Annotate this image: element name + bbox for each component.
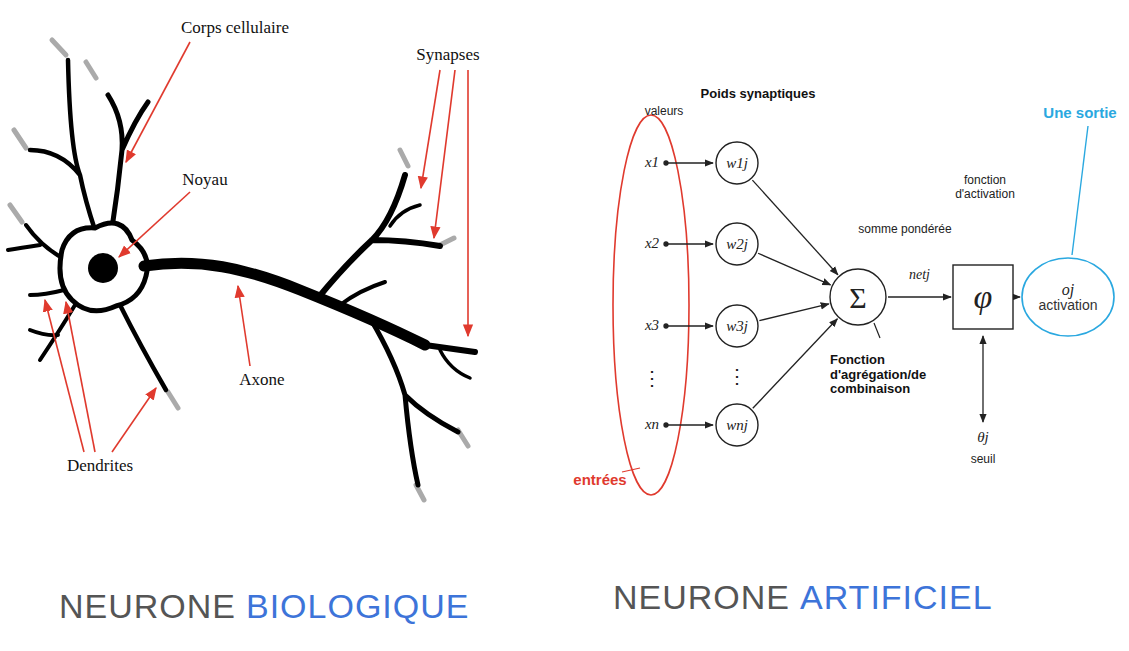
weight-circle: wnj	[715, 403, 759, 447]
title-word: NEURONE	[59, 587, 236, 626]
dendrites-drawing	[8, 60, 166, 390]
stub	[10, 205, 22, 222]
input-value: x1	[645, 154, 659, 171]
threshold-arrow	[982, 336, 983, 422]
input-arrow	[666, 424, 713, 425]
part-name: fonction d'activation	[944, 174, 1026, 202]
axon-branch	[440, 350, 470, 378]
part-name: Corps cellulaire	[181, 18, 289, 38]
input-value: xn	[645, 416, 659, 433]
callout-arrows	[45, 42, 468, 452]
connector	[752, 180, 837, 275]
node-text: Σ	[849, 281, 866, 314]
stub	[52, 40, 66, 55]
node-text: w2j	[726, 236, 748, 253]
leader-line	[66, 302, 95, 452]
ellipsis: ⋮	[727, 365, 747, 388]
leader-line	[126, 42, 190, 162]
axon-branch	[340, 282, 385, 305]
node-text: activation	[1038, 298, 1097, 313]
threshold-symbol: θj	[977, 429, 989, 446]
node-text: wnj	[726, 417, 748, 434]
node-text: w1j	[726, 155, 748, 172]
dendrite	[108, 95, 148, 228]
axon-branch	[390, 205, 420, 226]
part-name: somme pondérée	[858, 223, 951, 237]
leader-line	[112, 388, 156, 452]
input-arrows	[664, 161, 713, 427]
ellipsis: ⋮	[642, 367, 662, 390]
dendrite	[30, 60, 95, 230]
section-label: valeurs	[645, 105, 684, 119]
weight-circle: w2j	[715, 222, 759, 266]
dendrite	[8, 225, 62, 258]
stub	[86, 62, 96, 78]
axon-branch	[318, 175, 440, 298]
input-value: x3	[645, 317, 659, 334]
weight-circle: w3j	[715, 304, 759, 348]
node-text: oj	[1062, 281, 1074, 299]
connector	[1015, 296, 1020, 297]
leader-line	[238, 286, 250, 366]
leader-line	[421, 70, 440, 188]
part-name: Dendrites	[67, 456, 133, 476]
dendrite	[120, 305, 166, 390]
part-name: Axone	[239, 370, 284, 390]
connector	[758, 253, 830, 285]
node-shape	[716, 142, 758, 184]
node-shape	[716, 223, 758, 265]
stub	[400, 150, 408, 166]
leader-line	[874, 323, 880, 338]
connector	[753, 319, 838, 408]
part-name: Fonction d'agrégation/de combinaison	[830, 353, 938, 398]
part-name: Synapses	[416, 45, 479, 65]
weight-circle: w1j	[715, 141, 759, 185]
activation-box: φ	[952, 264, 1014, 330]
leader-line	[467, 70, 469, 336]
node-shape	[953, 265, 1013, 329]
axon	[144, 263, 425, 345]
callout-label: entrées	[573, 471, 626, 488]
connector	[759, 304, 828, 321]
axon-branch	[370, 318, 458, 485]
leader-line	[45, 300, 84, 452]
node-text: φ	[974, 278, 993, 315]
node-shape	[830, 269, 886, 325]
leader-line	[1072, 126, 1088, 255]
input-value: x2	[645, 235, 659, 252]
axon-branch	[425, 345, 475, 352]
leader-line	[434, 70, 455, 238]
stub	[168, 392, 178, 408]
part-name: seuil	[971, 453, 996, 467]
connector	[888, 296, 951, 297]
stub	[14, 130, 26, 148]
edge-label: netj	[907, 267, 932, 283]
leader-line	[119, 192, 190, 257]
node-shape	[716, 305, 758, 347]
input-arrow	[666, 243, 713, 244]
output-ellipse: ojactivation	[1021, 257, 1115, 337]
cell-body	[60, 223, 147, 311]
sum-circle: Σ	[829, 268, 887, 326]
node-shape	[716, 404, 758, 446]
title-word: BIOLOGIQUE	[246, 587, 470, 626]
dendrite	[30, 290, 64, 295]
axon-drawing	[144, 175, 475, 485]
node-shape	[1022, 258, 1114, 336]
inputs-ellipse	[613, 115, 689, 495]
title-word: ARTIFICIEL	[800, 578, 993, 617]
synapse-stubs	[10, 40, 468, 500]
nucleus	[88, 253, 118, 283]
callout-label: Une sortie	[1043, 104, 1116, 121]
input-arrow	[666, 325, 713, 326]
input-arrow	[666, 162, 713, 163]
section-label: Poids synaptiques	[701, 87, 816, 102]
part-name: Noyau	[182, 170, 227, 190]
title-word: NEURONE	[613, 578, 790, 617]
node-text: w3j	[726, 318, 748, 335]
